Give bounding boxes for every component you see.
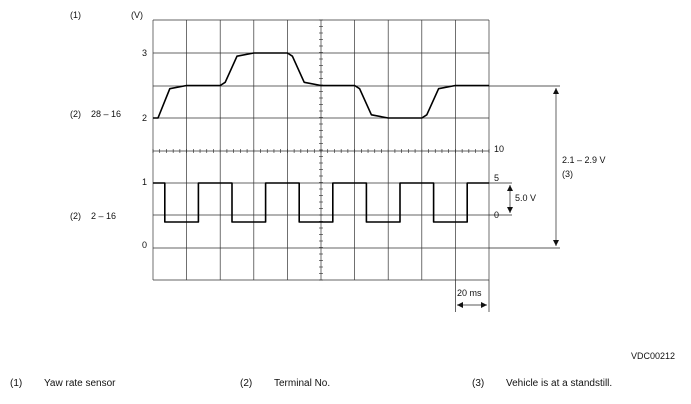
dimension-lines: [455, 85, 560, 312]
channel1-terminals: 28 – 16: [91, 109, 122, 119]
yaw-rate-signal-trace: [153, 52, 489, 119]
right-scale-mid: 5: [494, 173, 500, 183]
terminal-2-pulse-trace: [153, 182, 489, 223]
legend-num: (1): [10, 378, 23, 389]
tick-label-1v: 1: [142, 177, 148, 187]
unit-label: (V): [131, 10, 143, 20]
time-div-arrow-right: [481, 302, 487, 308]
legend-num: (2): [240, 378, 253, 389]
legend-item-1: (1) Yaw rate sensor: [10, 378, 116, 389]
right-scale-top: 10: [494, 144, 505, 154]
span-5v-arrow-up: [507, 185, 513, 191]
legend-item-2: (2) Terminal No.: [240, 378, 330, 389]
legend-num: (3): [472, 378, 485, 389]
waveform-traces: [153, 52, 489, 223]
oscilloscope-grid: [152, 19, 490, 281]
right-scale-bottom: 0: [494, 210, 500, 220]
range-label: 2.1 – 2.9 V: [562, 155, 606, 165]
header-marker: (1): [70, 10, 81, 20]
time-div-label: 20 ms: [457, 288, 482, 298]
channel2-marker: (2): [70, 211, 81, 221]
span-5v-label: 5.0 V: [515, 193, 537, 203]
tick-label-2v: 2: [142, 113, 148, 123]
span-5v-arrow-down: [507, 207, 513, 213]
channel1-marker: (2): [70, 109, 81, 119]
tick-label-3v: 3: [142, 48, 148, 58]
range-marker: (3): [562, 169, 573, 179]
legend-item-3: (3) Vehicle is at a standstill.: [472, 378, 612, 389]
legend-text: Yaw rate sensor: [44, 378, 116, 389]
range-arrow-up: [553, 88, 559, 94]
legend-text: Terminal No.: [274, 378, 331, 389]
legend-text: Vehicle is at a standstill.: [506, 378, 613, 389]
time-div-arrow-left: [457, 302, 463, 308]
figure-code: VDC00212: [631, 351, 676, 361]
range-arrow-down: [553, 240, 559, 246]
channel2-terminals: 2 – 16: [91, 211, 117, 221]
tick-label-0v: 0: [142, 240, 148, 250]
